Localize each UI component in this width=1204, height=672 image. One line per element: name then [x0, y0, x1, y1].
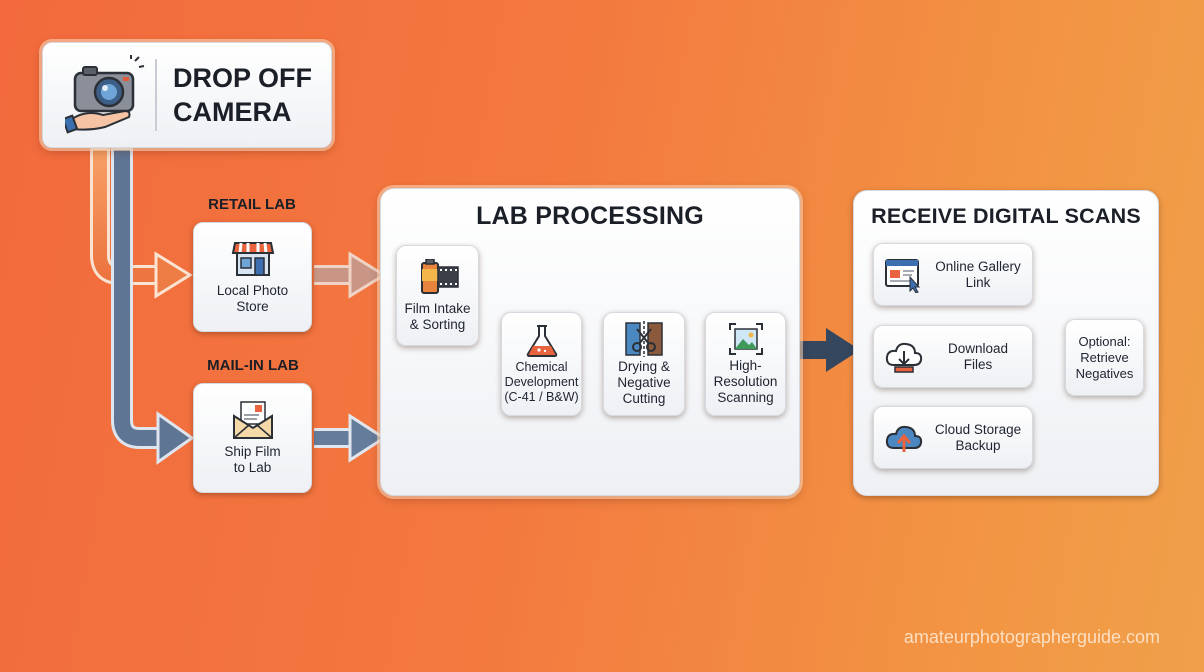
flask-icon: [524, 324, 560, 358]
local-photo-store-node: Local Photo Store: [193, 222, 312, 332]
drying-cutting-node: Drying & Negative Cutting: [603, 312, 685, 416]
download-files-text: Download Files: [947, 340, 1009, 372]
browser-cursor-icon: [884, 257, 924, 294]
film-intake-text: Film Intake & Sorting: [404, 300, 471, 332]
arrow-camera-to-retail: [90, 140, 170, 285]
ship-film-text: Ship Film to Lab: [224, 444, 281, 475]
scanning-node: High- Resolution Scanning: [705, 312, 786, 416]
retail-lab-label: RETAIL LAB: [208, 196, 296, 213]
cloud-download-icon: [884, 339, 924, 375]
online-gallery-node: Online Gallery Link: [873, 243, 1033, 306]
scanning-text: High- Resolution Scanning: [713, 358, 778, 405]
local-photo-store-text: Local Photo Store: [216, 283, 289, 314]
drop-off-camera-card: DROP OFF CAMERA: [42, 42, 332, 148]
cloud-upload-icon: [884, 420, 924, 456]
online-gallery-text: Online Gallery Link: [935, 258, 1021, 290]
scissors-film-icon: [624, 321, 664, 357]
receive-scans-title: RECEIVE DIGITAL SCANS: [871, 204, 1141, 228]
retrieve-negatives-node: Optional: Retrieve Negatives: [1065, 319, 1144, 396]
storefront-icon: [231, 239, 275, 279]
drop-off-title: DROP OFF CAMERA: [173, 63, 313, 127]
image-scan-icon: [728, 322, 764, 356]
divider: [155, 59, 157, 131]
drying-cutting-text: Drying & Negative Cutting: [617, 359, 671, 406]
mail-in-lab-label: MAIL-IN LAB: [207, 357, 299, 374]
envelope-icon: [231, 400, 275, 440]
download-files-node: Download Files: [873, 325, 1033, 388]
cloud-storage-node: Cloud Storage Backup: [873, 406, 1033, 469]
camera-hand-icon: [61, 55, 145, 135]
retrieve-negatives-text: Optional: Retrieve Negatives: [1075, 333, 1134, 381]
ship-film-node: Ship Film to Lab: [193, 383, 312, 493]
cloud-storage-text: Cloud Storage Backup: [934, 421, 1022, 453]
film-intake-node: Film Intake & Sorting: [396, 245, 479, 346]
film-roll-icon: [416, 257, 460, 297]
arrow-camera-to-mail: [111, 139, 173, 449]
chemical-development-text: Chemical Development (C-41 / B&W): [504, 359, 579, 404]
chemical-development-node: Chemical Development (C-41 / B&W): [501, 312, 582, 416]
watermark: amateurphotographerguide.com: [903, 627, 1160, 647]
lab-processing-title: LAB PROCESSING: [476, 202, 704, 230]
